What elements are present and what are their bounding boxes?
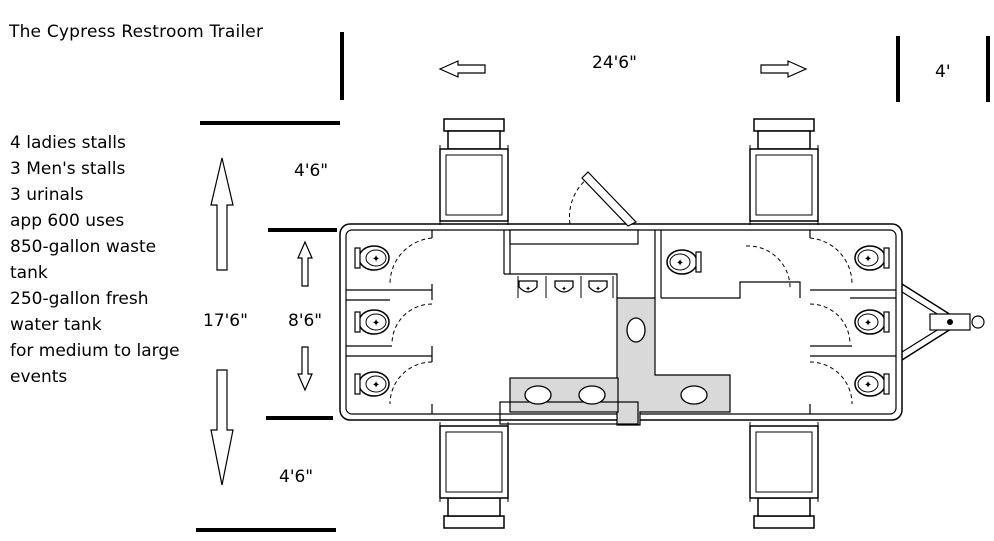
toilet-icon	[854, 309, 890, 335]
top-clearance-label: 4'6"	[294, 161, 329, 181]
toilet-icon	[666, 249, 702, 275]
stair-bottom-left	[439, 421, 509, 529]
spec-item: for medium to large	[10, 341, 180, 361]
sink-icon	[578, 385, 606, 405]
spec-item: water tank	[10, 315, 102, 335]
arrow-right-icon	[760, 60, 808, 78]
toilet-icon	[354, 245, 390, 271]
spec-item: 250-gallon fresh	[10, 289, 149, 309]
spec-item: events	[10, 367, 68, 387]
spec-item: 3 Men's stalls	[10, 159, 126, 179]
width-dimension-label: 8'6"	[288, 311, 323, 331]
bottom-clearance-label: 4'6"	[279, 467, 314, 487]
stair-top-left	[439, 118, 509, 226]
sink-icon	[680, 385, 708, 405]
arrow-down-icon	[210, 369, 234, 486]
spec-item: 4 ladies stalls	[10, 133, 126, 153]
arrow-down-icon	[297, 346, 313, 392]
arrow-up-icon	[210, 157, 234, 271]
hitch-coupler	[971, 315, 985, 329]
hitch-clearance-label: 4'	[935, 62, 951, 82]
sink-icon	[626, 317, 646, 343]
spec-item: 3 urinals	[10, 185, 84, 205]
length-dimension-label: 24'6"	[592, 53, 637, 73]
stair-bottom-right	[749, 421, 819, 529]
spec-item: tank	[10, 263, 48, 283]
sink-icon	[524, 385, 552, 405]
arrow-up-icon	[297, 240, 313, 287]
toilet-icon	[854, 245, 890, 271]
diagram-title: The Cypress Restroom Trailer	[9, 22, 264, 42]
stair-top-right	[749, 118, 819, 226]
arrow-left-icon	[438, 60, 486, 78]
toilet-icon	[354, 371, 390, 397]
entry-door	[581, 171, 637, 227]
toilet-icon	[854, 371, 890, 397]
spec-item: app 600 uses	[10, 211, 125, 231]
spec-item: 850-gallon waste	[10, 237, 157, 257]
toilet-icon	[354, 309, 390, 335]
spec-list: 4 ladies stalls 3 Men's stalls 3 urinals…	[10, 130, 180, 390]
total-width-label: 17'6"	[203, 311, 248, 331]
